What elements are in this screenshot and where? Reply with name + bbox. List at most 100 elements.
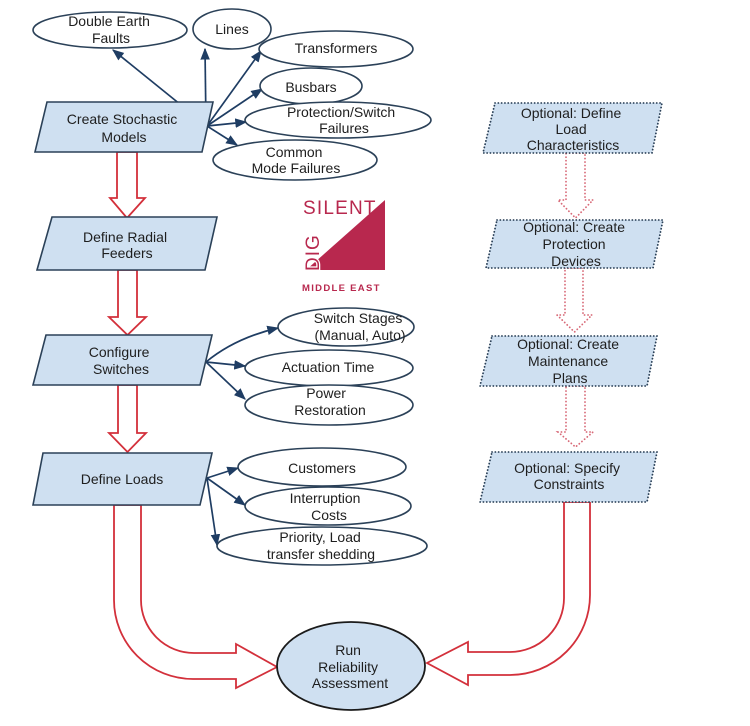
attr-ellipse — [216, 526, 428, 566]
optional-step-box — [481, 102, 664, 154]
connector-priority-load-shedding — [206, 477, 221, 547]
attr-label-line: Interruption — [290, 490, 361, 506]
attr-interruption-costs: Interruption Costs — [244, 486, 412, 526]
attr-label-line: Switch Stages — [314, 310, 403, 326]
optional-define-load-characteristics: Optional: Define Load Characteristics — [481, 102, 664, 154]
optional-step-box — [478, 451, 659, 503]
attr-ellipse — [192, 8, 272, 50]
optional-arrow-1-to-2 — [555, 152, 596, 220]
final-step-label: Run Reliability Assessment — [312, 642, 388, 691]
step-label-line: Feeders — [101, 245, 152, 261]
step-label: Create Stochastic Models — [67, 111, 181, 145]
attr-label-line: (Manual, Auto) — [314, 327, 405, 343]
optional-label-line: Maintenance — [528, 353, 608, 369]
flow-arrow-constraints-to-assessment — [425, 501, 591, 687]
attr-label-line: Actuation Time — [282, 359, 375, 375]
attr-transformers: Transformers — [258, 30, 414, 68]
attr-ellipse — [277, 307, 415, 347]
step-define-loads: Define Loads — [32, 452, 214, 506]
attr-common-mode-failures: Common Mode Failures — [212, 139, 378, 181]
step-box — [35, 216, 219, 271]
attr-customers: Customers — [237, 447, 407, 487]
step-label-line: Define Loads — [81, 471, 164, 487]
attr-label-line: transfer shedding — [267, 546, 375, 562]
optional-step-box — [478, 335, 659, 387]
optional-step-label: Optional: Create Protection Devices — [523, 219, 629, 269]
step-label: Define Radial Feeders — [83, 229, 171, 261]
step-box — [33, 101, 214, 153]
attr-label-line: Failures — [319, 120, 369, 136]
step-label: Define Loads — [81, 471, 164, 487]
flow-arrow-3-to-4 — [106, 384, 149, 454]
attr-label: Priority, Load transfer shedding — [267, 529, 375, 562]
final-step-ellipse — [276, 621, 426, 711]
connector-customers — [206, 466, 240, 479]
flow-arrow-2-to-3 — [106, 269, 149, 337]
attr-ellipse — [212, 139, 378, 181]
connector-switch-stages — [205, 325, 280, 363]
step-define-radial-feeders: Define Radial Feeders — [35, 216, 219, 271]
attr-double-earth-faults: Double Earth Faults — [32, 11, 188, 49]
attr-label-line: Restoration — [294, 402, 366, 418]
attr-label: Switch Stages (Manual, Auto) — [314, 310, 407, 343]
optional-label-line: Characteristics — [527, 137, 620, 153]
logo-triangle — [306, 200, 385, 270]
attr-ellipse — [237, 447, 407, 487]
connector-protection-switch-failures — [206, 118, 248, 128]
attr-label: Lines — [215, 21, 248, 37]
attr-label: Common Mode Failures — [252, 144, 341, 176]
load-connectors — [206, 466, 246, 547]
optional-label-line: Optional: Define — [521, 105, 622, 121]
step-box — [32, 452, 214, 506]
step-create-stochastic-models: Create Stochastic Models — [33, 101, 214, 153]
attr-label-line: Costs — [311, 507, 347, 523]
flow-arrow-1-to-2 — [108, 151, 148, 220]
attr-label-line: Priority, Load — [279, 529, 360, 545]
attr-label-line: Common — [266, 144, 323, 160]
final-step-run-reliability-assessment: Run Reliability Assessment — [276, 621, 426, 711]
final-label-line: Run — [335, 642, 361, 658]
attr-label: Interruption Costs — [290, 490, 365, 523]
step-configure-switches: Configure Switches — [31, 334, 214, 386]
attr-switch-stages: Switch Stages (Manual, Auto) — [277, 307, 415, 347]
optional-arrow-3-to-4 — [555, 385, 596, 449]
connector-transformers — [206, 50, 262, 127]
optional-step-label: Optional: Specify Constraints — [514, 460, 624, 492]
optional-step-box — [484, 219, 665, 269]
optional-label-line: Plans — [552, 370, 587, 386]
step-label-line: Configure — [89, 344, 150, 360]
step-label-line: Models — [101, 129, 146, 145]
attr-label: Transformers — [295, 40, 378, 56]
attr-label: Busbars — [285, 79, 336, 95]
optional-label-line: Optional: Specify — [514, 460, 620, 476]
final-label-line: Assessment — [312, 675, 388, 691]
attr-lines: Lines — [192, 8, 272, 50]
attr-ellipse — [258, 30, 414, 68]
attr-label-line: Power — [306, 385, 346, 401]
optional-step-label: Optional: Define Load Characteristics — [521, 105, 625, 153]
optional-label-line: Devices — [551, 253, 601, 269]
switch-connectors — [205, 325, 280, 400]
attr-label: Power Restoration — [294, 385, 366, 418]
attr-busbars: Busbars — [259, 67, 363, 105]
attr-label: Customers — [288, 460, 356, 476]
attr-label-line: Customers — [288, 460, 356, 476]
attr-label-line: Lines — [215, 21, 248, 37]
attr-label: Actuation Time — [282, 359, 375, 375]
attr-ellipse — [32, 11, 188, 49]
attr-ellipse — [244, 384, 414, 426]
step-label: Configure Switches — [89, 344, 154, 377]
optional-label-line: Constraints — [534, 476, 605, 492]
optional-label-line: Optional: Create — [523, 219, 625, 235]
digsilent-logo: SILENT DIG MIDDLE EAST — [302, 198, 385, 294]
attr-ellipse — [244, 486, 412, 526]
attr-label-line: Mode Failures — [252, 160, 341, 176]
optional-label-line: Optional: Create — [517, 336, 619, 352]
attr-priority-load-transfer-shedding: Priority, Load transfer shedding — [216, 526, 428, 566]
flow-arrow-loads-to-assessment — [113, 504, 279, 690]
final-label-line: Reliability — [318, 659, 378, 675]
optional-create-maintenance-plans: Optional: Create Maintenance Plans — [478, 335, 659, 387]
attr-label: Double Earth Faults — [68, 13, 154, 46]
optional-arrow-2-to-3 — [554, 267, 595, 334]
